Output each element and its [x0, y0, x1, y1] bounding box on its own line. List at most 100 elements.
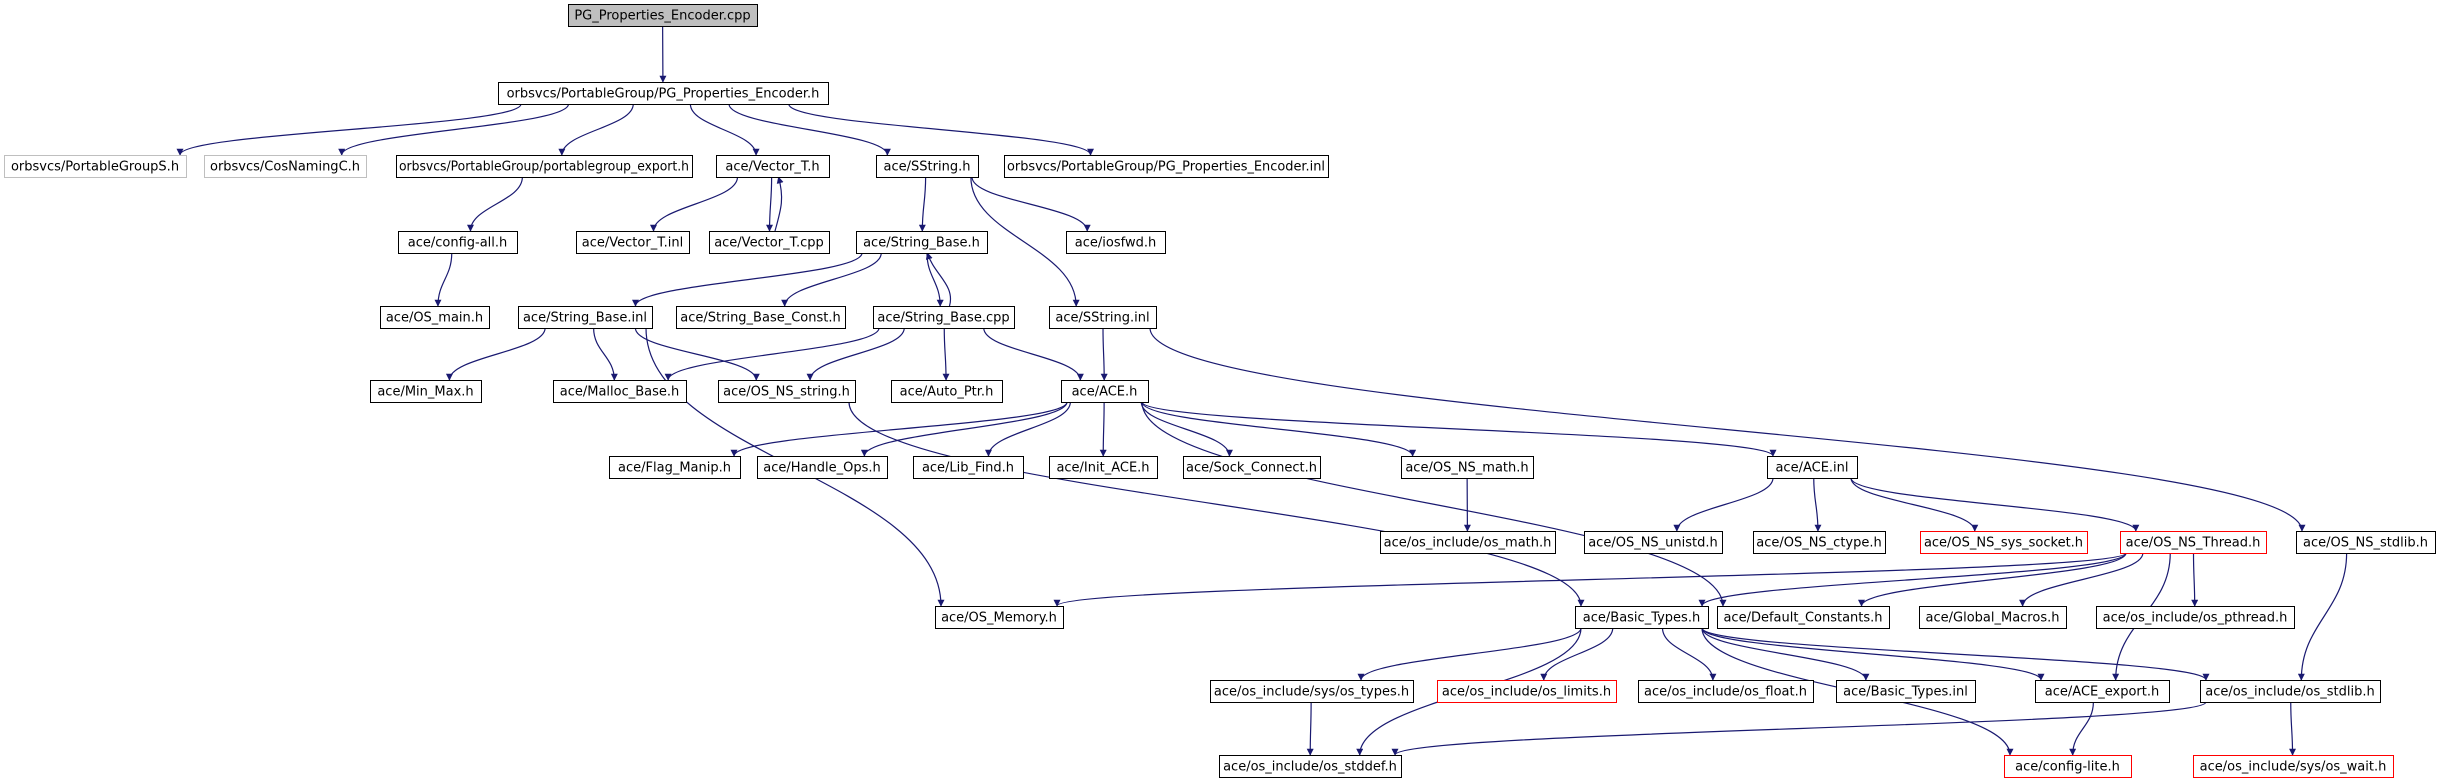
node-label-os_ns_thread: ace/OS_NS_Thread.h	[2126, 536, 2261, 551]
node-os_memory[interactable]: ace/OS_Memory.h	[935, 606, 1064, 629]
edge-os_ns_thread-to-os_memory	[1053, 552, 2127, 607]
node-global_macros[interactable]: ace/Global_Macros.h	[1919, 606, 2067, 629]
edge-os_ns_stdlib-to-os_include_stdlib	[2297, 552, 2348, 681]
node-flag_manip[interactable]: ace/Flag_Manip.h	[609, 456, 741, 479]
edge-string_base_inl-to-os_ns_string	[634, 327, 760, 381]
node-string_base_h[interactable]: ace/String_Base.h	[856, 231, 988, 254]
edge-basic_types-to-os_include_sys_types	[1357, 627, 1582, 681]
edge-pg_h-to-cosnaming	[338, 103, 570, 156]
node-os_ns_stdlib[interactable]: ace/OS_NS_stdlib.h	[2296, 531, 2436, 554]
node-os_include_stddef[interactable]: ace/os_include/os_stddef.h	[1219, 755, 1402, 778]
node-min_max[interactable]: ace/Min_Max.h	[370, 380, 482, 403]
node-vector_cpp[interactable]: ace/Vector_T.cpp	[709, 231, 830, 254]
node-handle_ops[interactable]: ace/Handle_Ops.h	[757, 456, 888, 479]
node-config_all[interactable]: ace/config-all.h	[398, 231, 518, 254]
node-vector_inl[interactable]: ace/Vector_T.inl	[576, 231, 690, 254]
node-os_include_limits[interactable]: ace/os_include/os_limits.h	[1437, 680, 1617, 703]
node-box-os_include_pthread	[2096, 606, 2295, 629]
node-string_base_const[interactable]: ace/String_Base_Const.h	[676, 306, 846, 329]
node-init_ace[interactable]: ace/Init_ACE.h	[1049, 456, 1158, 479]
node-pgs_h[interactable]: orbsvcs/PortableGroupS.h	[4, 155, 187, 178]
node-os_ns_math[interactable]: ace/OS_NS_math.h	[1401, 456, 1534, 479]
node-box-config_all	[398, 231, 518, 254]
node-cosnaming[interactable]: orbsvcs/CosNamingC.h	[204, 155, 367, 178]
node-label-sstring_h: ace/SString.h	[884, 160, 971, 175]
node-config_lite[interactable]: ace/config-lite.h	[2004, 755, 2132, 778]
edge-ace_h-to-os_ns_math	[1141, 401, 1417, 457]
edge-basic_types-to-basic_types_inl	[1701, 627, 1870, 681]
node-pg_h[interactable]: orbsvcs/PortableGroup/PG_Properties_Enco…	[498, 82, 829, 105]
node-label-init_ace: ace/Init_ACE.h	[1056, 461, 1149, 476]
node-pg_export[interactable]: orbsvcs/PortableGroup/portablegroup_expo…	[396, 155, 693, 178]
edge-string_base_cpp-to-auto_ptr	[942, 327, 950, 381]
node-os_include_sys_wait[interactable]: ace/os_include/sys/os_wait.h	[2193, 755, 2394, 778]
edge-ace_inl-to-os_ns_sys_socket	[1850, 477, 1979, 532]
node-os_ns_thread[interactable]: ace/OS_NS_Thread.h	[2120, 531, 2267, 554]
node-box-malloc_base	[553, 380, 687, 403]
node-basic_types_inl[interactable]: ace/Basic_Types.inl	[1836, 680, 1976, 703]
edge-ace_h-to-sock_connect	[1140, 401, 1233, 457]
node-label-pgs_h: orbsvcs/PortableGroupS.h	[11, 160, 179, 175]
node-box-basic_types_inl	[1836, 680, 1976, 703]
node-os_ns_string[interactable]: ace/OS_NS_string.h	[718, 380, 856, 403]
edge-os_ns_thread-to-global_macros	[2019, 552, 2144, 607]
node-ace_export[interactable]: ace/ACE_export.h	[2035, 680, 2170, 703]
edges-layer	[176, 25, 2348, 756]
node-sstring_h[interactable]: ace/SString.h	[876, 155, 979, 178]
node-malloc_base[interactable]: ace/Malloc_Base.h	[553, 380, 687, 403]
node-label-iosfwd: ace/iosfwd.h	[1075, 236, 1156, 251]
node-label-string_base_inl: ace/String_Base.inl	[523, 311, 647, 326]
node-sstring_inl[interactable]: ace/SString.inl	[1049, 306, 1157, 329]
node-os_include_float[interactable]: ace/os_include/os_float.h	[1638, 680, 1814, 703]
node-os_include_math[interactable]: ace/os_include/os_math.h	[1380, 531, 1556, 554]
node-label-handle_ops: ace/Handle_Ops.h	[763, 461, 880, 476]
node-ace_h[interactable]: ace/ACE.h	[1061, 380, 1149, 403]
node-iosfwd[interactable]: ace/iosfwd.h	[1066, 231, 1166, 254]
node-lib_find[interactable]: ace/Lib_Find.h	[913, 456, 1024, 479]
edge-pg_h-to-sstring_h	[728, 103, 891, 156]
node-os_main[interactable]: ace/OS_main.h	[380, 306, 490, 329]
node-os_ns_unistd[interactable]: ace/OS_NS_unistd.h	[1584, 531, 1723, 554]
node-pg_inl[interactable]: orbsvcs/PortableGroup/PG_Properties_Enco…	[1004, 155, 1329, 178]
node-ace_inl[interactable]: ace/ACE.inl	[1767, 456, 1858, 479]
node-box-os_ns_ctype	[1753, 531, 1886, 554]
edge-os_include_stdlib-to-os_include_sys_wait	[2289, 701, 2297, 756]
node-label-os_ns_unistd: ace/OS_NS_unistd.h	[1588, 536, 1718, 551]
edge-ace_h-to-init_ace	[1099, 401, 1107, 457]
node-label-ace_inl: ace/ACE.inl	[1775, 461, 1848, 476]
node-label-os_include_stddef: ace/os_include/os_stddef.h	[1223, 760, 1397, 775]
node-os_include_sys_types[interactable]: ace/os_include/sys/os_types.h	[1210, 680, 1414, 703]
node-box-pgs_h	[4, 155, 187, 178]
node-os_include_pthread[interactable]: ace/os_include/os_pthread.h	[2096, 606, 2295, 629]
node-label-ace_h: ace/ACE.h	[1072, 385, 1138, 400]
node-auto_ptr[interactable]: ace/Auto_Ptr.h	[891, 380, 1003, 403]
edge-string_base_inl-to-min_max	[445, 327, 546, 381]
node-box-cosnaming	[204, 155, 367, 178]
node-label-pg_cpp: PG_Properties_Encoder.cpp	[574, 9, 750, 24]
node-label-config_all: ace/config-all.h	[408, 236, 508, 251]
edge-string_base_cpp-to-ace_h	[983, 327, 1084, 381]
node-label-basic_types_inl: ace/Basic_Types.inl	[1843, 685, 1968, 700]
node-label-os_include_stdlib: ace/os_include/os_stdlib.h	[2205, 685, 2374, 700]
node-box-vector_inl	[576, 231, 690, 254]
node-os_ns_ctype[interactable]: ace/OS_NS_ctype.h	[1753, 531, 1886, 554]
node-label-string_base_cpp: ace/String_Base.cpp	[877, 311, 1009, 326]
node-label-cosnaming: orbsvcs/CosNamingC.h	[210, 160, 360, 175]
node-box-os_include_sys_wait	[2193, 755, 2394, 778]
node-label-os_include_float: ace/os_include/os_float.h	[1644, 685, 1807, 700]
node-string_base_inl[interactable]: ace/String_Base.inl	[518, 306, 653, 329]
node-vector_h[interactable]: ace/Vector_T.h	[716, 155, 830, 178]
node-basic_types[interactable]: ace/Basic_Types.h	[1575, 606, 1709, 629]
edge-string_base_cpp-to-string_base_h	[925, 252, 952, 307]
node-string_base_cpp[interactable]: ace/String_Base.cpp	[873, 306, 1015, 329]
edge-os_include_sys_types-to-os_include_stddef	[1306, 701, 1314, 756]
node-sock_connect[interactable]: ace/Sock_Connect.h	[1183, 456, 1321, 479]
edge-ace_inl-to-os_ns_ctype	[1813, 477, 1822, 532]
node-pg_cpp[interactable]: PG_Properties_Encoder.cpp	[568, 4, 758, 27]
edge-basic_types-to-os_include_limits	[1540, 627, 1614, 681]
node-label-os_ns_ctype: ace/OS_NS_ctype.h	[1756, 536, 1882, 551]
node-os_include_stdlib[interactable]: ace/os_include/os_stdlib.h	[2200, 680, 2381, 703]
node-default_constants[interactable]: ace/Default_Constants.h	[1717, 606, 1890, 629]
edge-config_all-to-os_main	[434, 252, 453, 307]
node-os_ns_sys_socket[interactable]: ace/OS_NS_sys_socket.h	[1920, 531, 2088, 554]
